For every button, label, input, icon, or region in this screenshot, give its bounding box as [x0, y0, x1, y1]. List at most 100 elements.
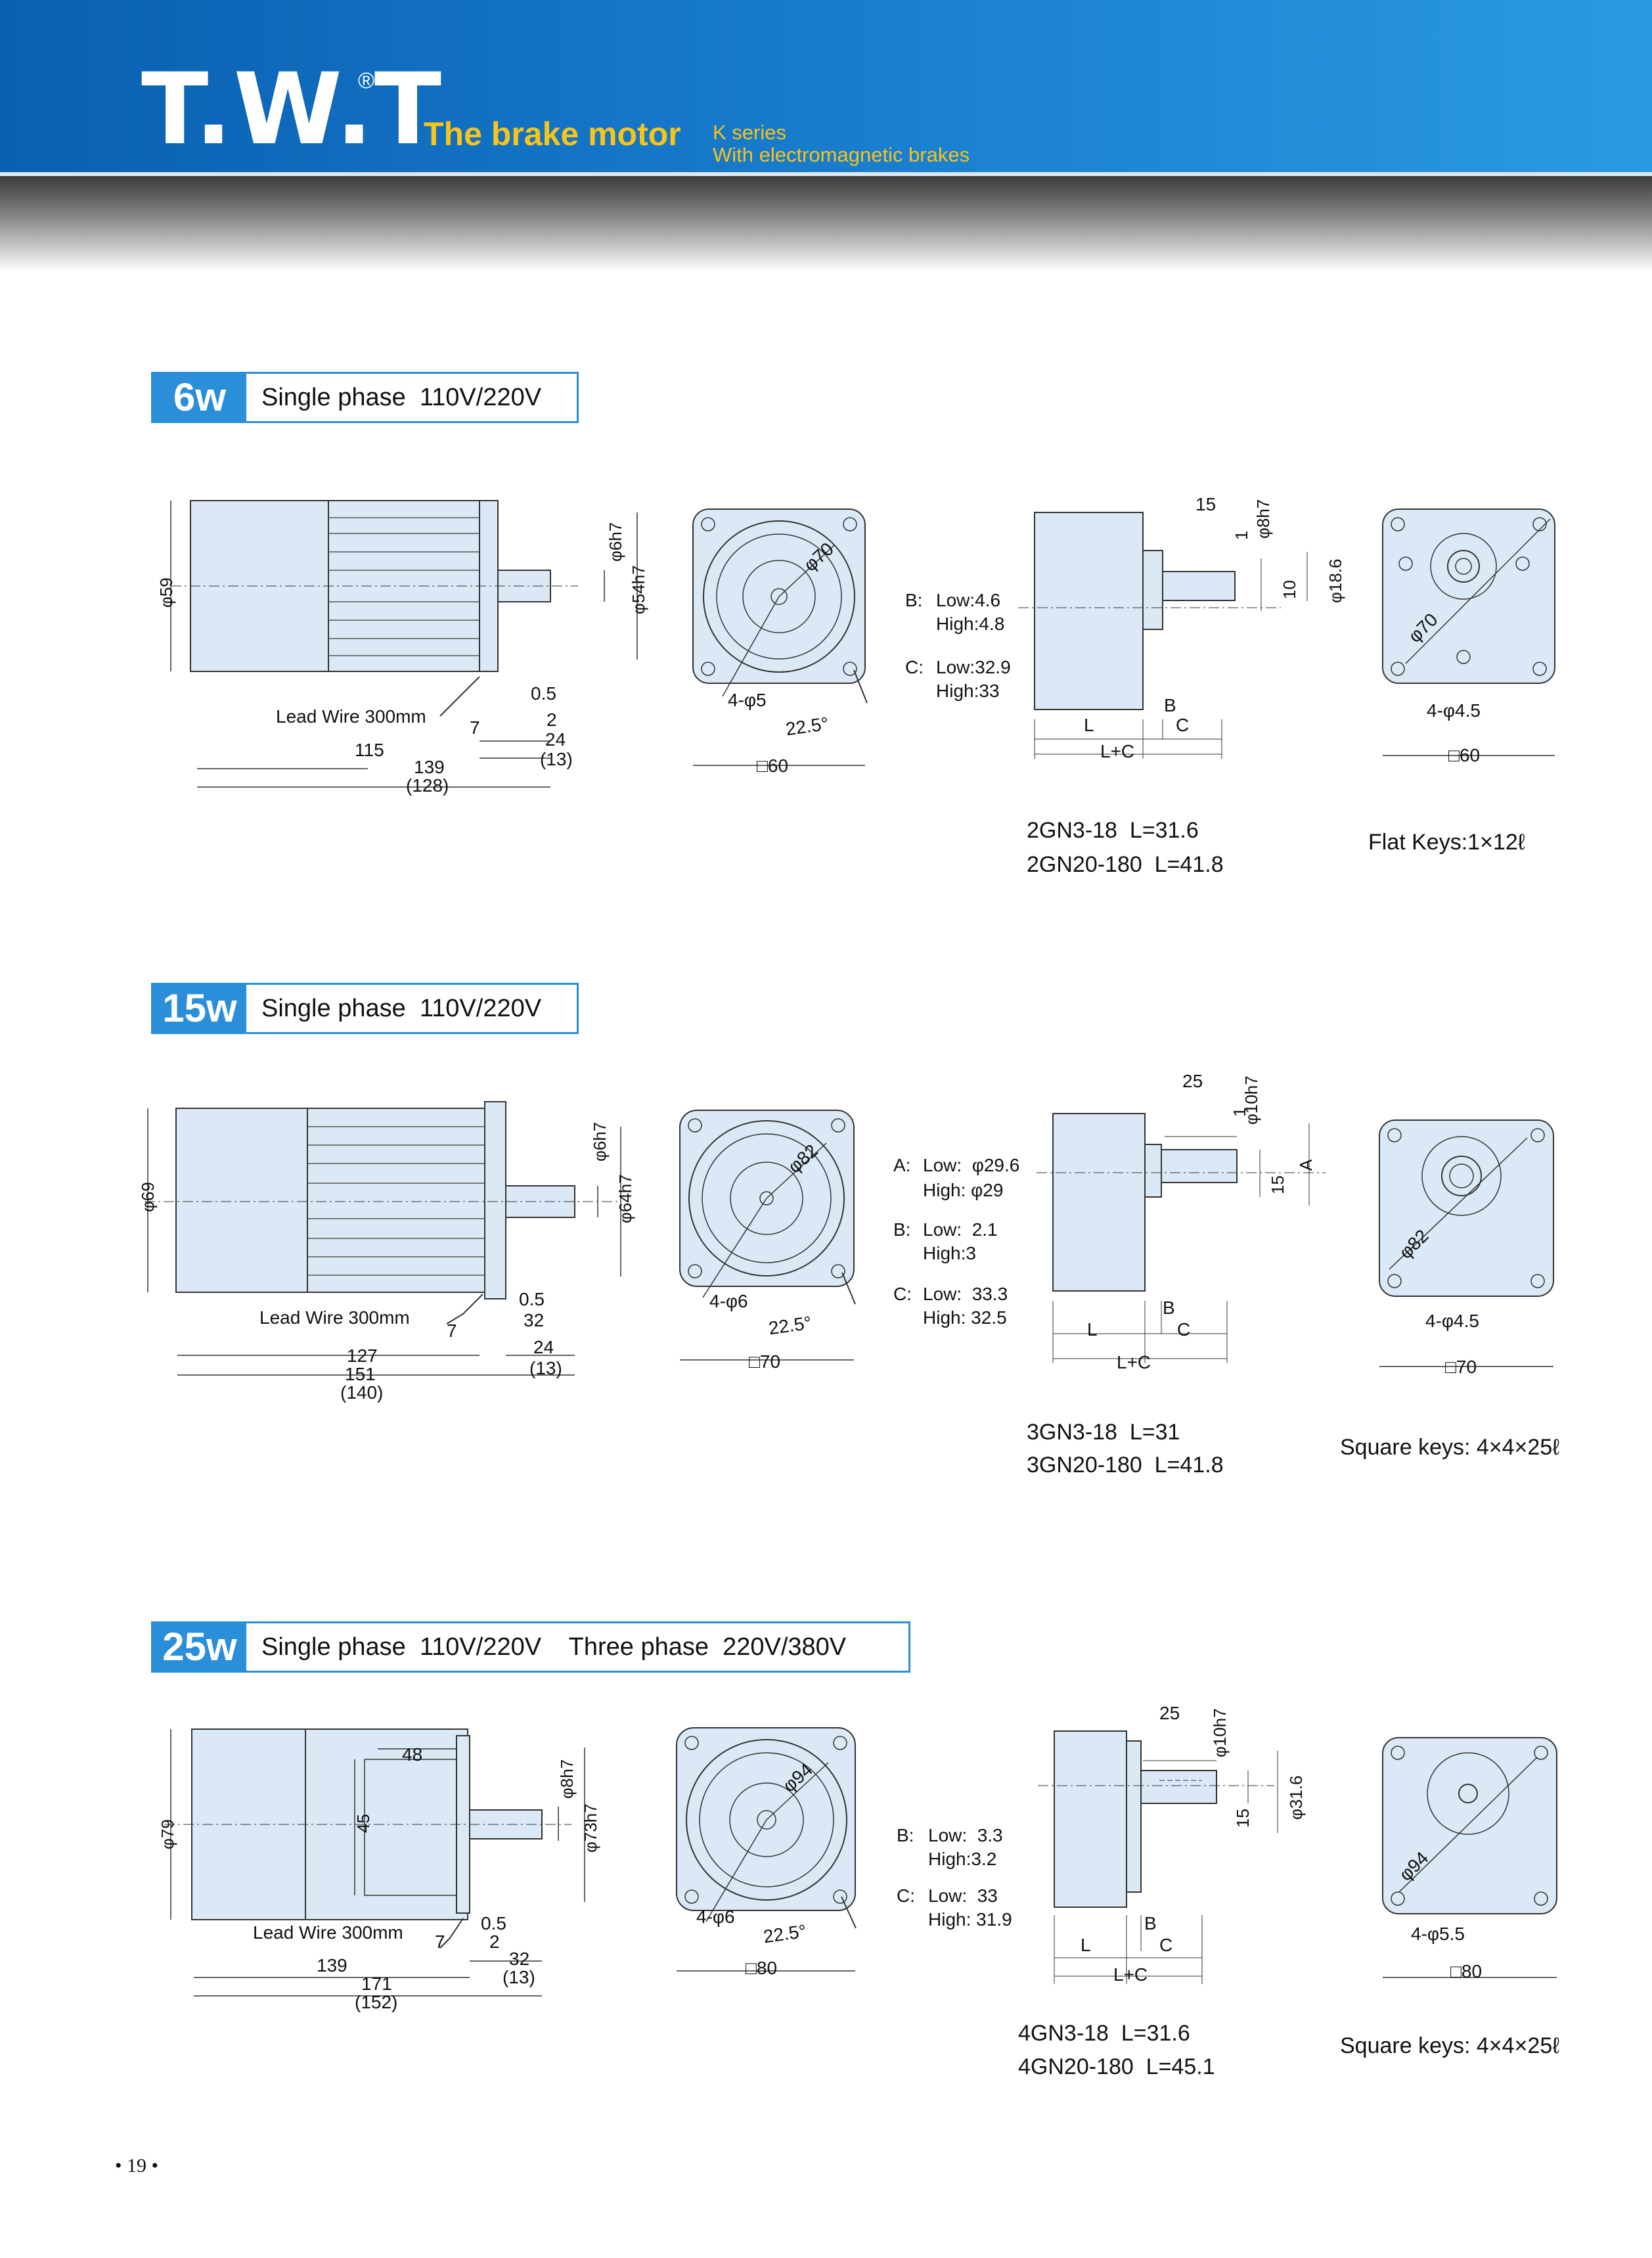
dim-LC: L+C: [1113, 1964, 1148, 1985]
key-spec: Flat Keys:1×12ℓ: [1368, 830, 1525, 855]
dim-24: 24: [545, 729, 566, 750]
dim-45: 45: [353, 1814, 373, 1833]
lead-wire-label: Lead Wire 300mm: [259, 1307, 410, 1328]
dim-15: 15: [1195, 494, 1217, 514]
model-line-1: 4GN3-18 L=31.6: [1018, 2021, 1190, 2046]
watt-badge: 6w: [153, 374, 246, 421]
c-high: High: 32.5: [923, 1307, 1007, 1328]
dim-C: C: [1176, 715, 1190, 735]
motor-face-drawing: [676, 1727, 857, 1972]
dim-shaft-dia: φ6h7: [606, 522, 625, 562]
dim-2: 2: [489, 1931, 500, 1952]
dim-L: L: [1081, 1935, 1091, 1955]
dim-15: 15: [1233, 1809, 1253, 1828]
dim-0-5: 0.5: [481, 1913, 506, 1933]
a-high: High: φ29: [923, 1180, 1004, 1200]
c-low: Low:32.9: [936, 657, 1011, 677]
model-line-1: 3GN3-18 L=31: [1027, 1420, 1180, 1445]
b-low: Low: 3.3: [928, 1825, 1003, 1845]
lead-wire-label: Lead Wire 300mm: [253, 1922, 403, 1943]
dim-total-length: 139: [414, 757, 445, 777]
dim-pilot-dia: φ64h7: [615, 1174, 635, 1223]
b-high: High:3: [923, 1243, 976, 1263]
dim-7: 7: [470, 717, 480, 738]
page-title: The brake motor: [424, 116, 681, 152]
header-divider: [0, 172, 1652, 176]
dim-32: 32: [509, 1949, 530, 1969]
face-square: □70: [749, 1351, 781, 1372]
side-view-drawing: [145, 1101, 621, 1376]
gear-shaft-dia: φ10h7: [1210, 1708, 1230, 1757]
gear-hub-dia: φ18.6: [1326, 558, 1345, 603]
dim-shaft-dia: φ6h7: [590, 1121, 610, 1162]
dim-pilot-dia: φ54h7: [629, 565, 648, 614]
gear-face-square: □80: [1450, 1961, 1483, 1981]
dim-1: 1: [1232, 530, 1251, 540]
watt-badge: 25w: [153, 1623, 246, 1671]
dim-body-length: 127: [347, 1345, 378, 1366]
gear-face-square: □60: [1448, 745, 1481, 765]
model-line-1: 2GN3-18 L=31.6: [1027, 818, 1199, 843]
gearhead-side-drawing: [1018, 512, 1308, 759]
c-high: High:33: [936, 681, 1000, 701]
dim-13: (13): [540, 749, 573, 769]
section-header-15w: 15w Single phase 110V/220V: [151, 983, 579, 1034]
section-spec: Single phase 110V/220V: [261, 995, 542, 1022]
brand-logo: T.W.T: [141, 53, 443, 167]
dim-shaft-dia: φ8h7: [557, 1759, 577, 1799]
gear-face-holes: 4-φ4.5: [1427, 700, 1481, 721]
face-square: □80: [746, 1958, 778, 1978]
dim-body-dia: φ59: [156, 577, 176, 608]
dim-0-5: 0.5: [519, 1289, 545, 1309]
dim-2: 2: [547, 710, 557, 730]
gear-face-square: □70: [1445, 1357, 1477, 1377]
key-spec: Square keys: 4×4×25ℓ: [1340, 2033, 1560, 2058]
section-header-25w: 25w Single phase 110V/220V Three phase 2…: [151, 1621, 910, 1673]
dim-25: 25: [1159, 1703, 1180, 1723]
dim-B: B: [1144, 1913, 1157, 1933]
dim-total-length: 151: [345, 1364, 376, 1384]
dim-total-length-alt: (128): [406, 775, 449, 796]
dim-C: C: [1177, 1319, 1191, 1340]
gearhead-face-drawing: [1382, 508, 1555, 756]
motor-face-drawing: [692, 508, 868, 766]
a-label: A:: [893, 1155, 911, 1175]
gear-shaft-dia: φ8h7: [1253, 499, 1273, 539]
dim-body-length: 115: [355, 740, 384, 760]
key-spec: Square keys: 4×4×25ℓ: [1340, 1435, 1560, 1460]
header-shadow: [0, 176, 1652, 271]
dim-C: C: [1159, 1935, 1173, 1955]
c-high: High: 31.9: [928, 1909, 1012, 1930]
b-label: B:: [893, 1219, 911, 1240]
dim-body-dia: φ69: [138, 1182, 158, 1212]
b-high: High:3.2: [928, 1849, 997, 1869]
lead-wire-label: Lead Wire 300mm: [276, 706, 426, 727]
dim-13: (13): [502, 1967, 535, 1987]
dim-total-length-alt: (152): [355, 1992, 398, 2012]
c-low: Low: 33: [928, 1885, 998, 1906]
gear-shaft-dia: φ10h7: [1241, 1075, 1261, 1125]
series-subtitle: K series With electromagnetic brakes: [713, 122, 970, 166]
dim-32: 32: [524, 1310, 545, 1330]
b-low: Low:4.6: [936, 590, 1001, 610]
motor-face-drawing: [679, 1110, 856, 1361]
gearhead-side-drawing: [1037, 1113, 1326, 1363]
section-spec: Single phase 110V/220V Three phase 220V/…: [261, 1633, 847, 1661]
section-spec: Single phase 110V/220V: [261, 384, 542, 411]
registered-mark: ®: [358, 68, 375, 93]
face-holes: 4-φ5: [728, 690, 767, 710]
dim-LC: L+C: [1117, 1352, 1151, 1372]
gear-hub-dia: φ31.6: [1286, 1775, 1306, 1820]
model-line-2: 4GN20-180 L=45.1: [1018, 2054, 1215, 2079]
c-label: C:: [893, 1284, 912, 1304]
b-label: B:: [897, 1825, 914, 1845]
b-high: High:4.8: [936, 614, 1005, 634]
dim-LC: L+C: [1100, 741, 1135, 761]
dim-L: L: [1084, 715, 1094, 735]
dim-24: 24: [533, 1337, 554, 1357]
dim-pilot-dia: φ73h7: [581, 1803, 600, 1853]
gearhead-face-drawing: [1382, 1737, 1557, 1978]
dim-10: 10: [1280, 580, 1299, 599]
dim-13: (13): [529, 1358, 562, 1378]
dim-L: L: [1087, 1319, 1098, 1340]
